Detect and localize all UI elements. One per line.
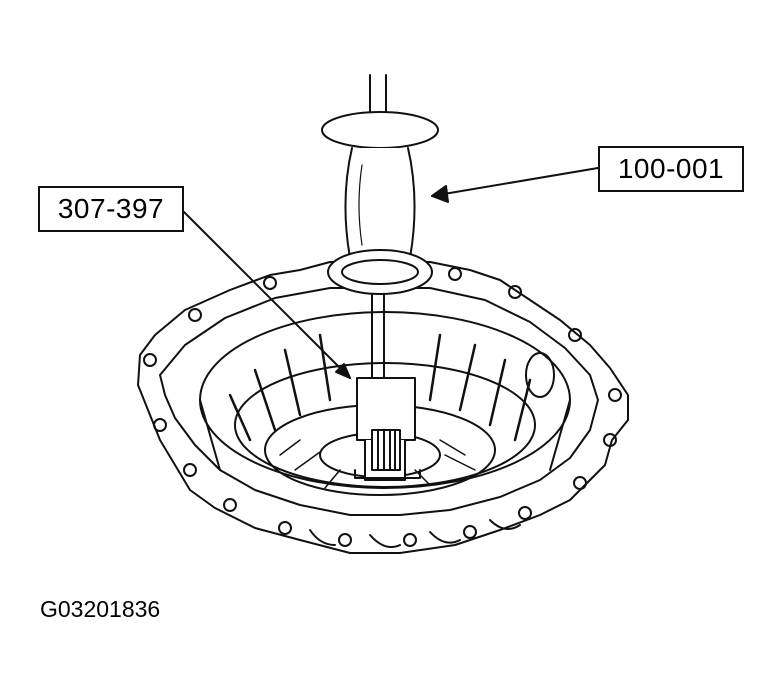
- weight-shading: [358, 164, 363, 246]
- bottom-bosses: [309, 519, 521, 548]
- housing-outer-flange: [137, 261, 629, 554]
- leader-line-307-397: [183, 211, 351, 379]
- drum-spokes: [279, 439, 476, 489]
- callout-307-397: 307-397: [38, 186, 184, 232]
- callout-100-001-text: 100-001: [617, 153, 725, 184]
- weight-bottom-flange-inner: [341, 259, 419, 285]
- housing-port: [525, 352, 555, 398]
- figure-id: G03201836: [40, 596, 161, 622]
- weight-body: [344, 147, 416, 259]
- housing-ribs: [228, 333, 532, 442]
- callout-307-397-text: 307-397: [57, 193, 165, 224]
- leader-line-100-001: [431, 167, 599, 197]
- leader-arrow-100-001: [431, 185, 449, 203]
- weight-bottom-flange: [327, 249, 433, 295]
- remover-tool-foot: [354, 469, 421, 479]
- bolt-holes: [143, 265, 622, 547]
- callout-100-001: 100-001: [598, 146, 744, 192]
- weight-top-flange: [321, 111, 439, 149]
- bowl-wall-right: [549, 399, 571, 471]
- slide-hammer-rod-lower: [371, 291, 385, 379]
- remover-tool-ridges: [377, 429, 396, 471]
- leader-arrow-307-397: [335, 363, 351, 379]
- bowl-wall-left: [199, 399, 221, 471]
